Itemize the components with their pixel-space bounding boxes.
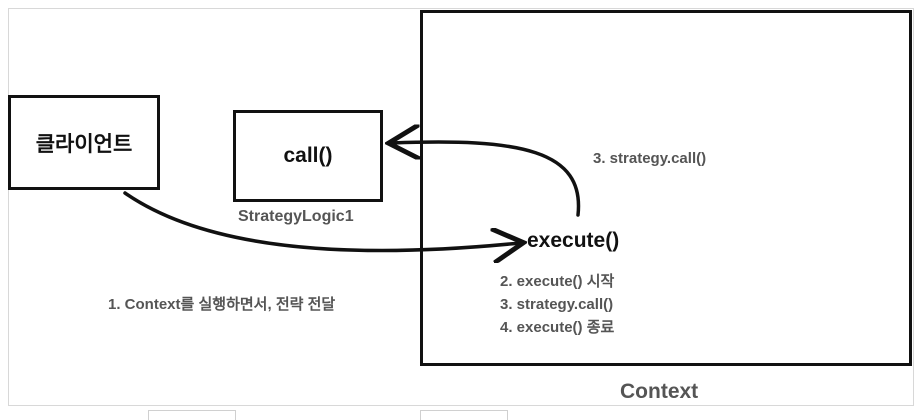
strategy-box: call() <box>233 110 383 202</box>
strategy-name-label: StrategyLogic1 <box>238 208 354 225</box>
arrow-execute-to-call <box>392 142 581 217</box>
execute-steps: 2. execute() 시작 3. strategy.call() 4. ex… <box>500 270 614 339</box>
diagram-frame <box>8 8 914 406</box>
strategy-method-label: call() <box>283 144 333 167</box>
step-item: 4. execute() 종료 <box>500 319 615 336</box>
step-item: 2. execute() 시작 <box>500 273 615 290</box>
context-name-label: Context <box>620 380 699 403</box>
step1-label: 1. Context를 실행하면서, 전략 전달 <box>108 296 336 313</box>
execute-label: execute() <box>527 229 620 252</box>
bottom-tab-left <box>148 410 236 420</box>
client-label: 클라이언트 <box>35 132 133 156</box>
callback-label: 3. strategy.call() <box>593 150 707 167</box>
context-box <box>420 10 912 366</box>
bottom-tab-right <box>420 410 508 420</box>
step-item: 3. strategy.call() <box>500 296 614 313</box>
arrow-client-to-execute <box>123 191 520 251</box>
client-box: 클라이언트 <box>8 95 160 190</box>
